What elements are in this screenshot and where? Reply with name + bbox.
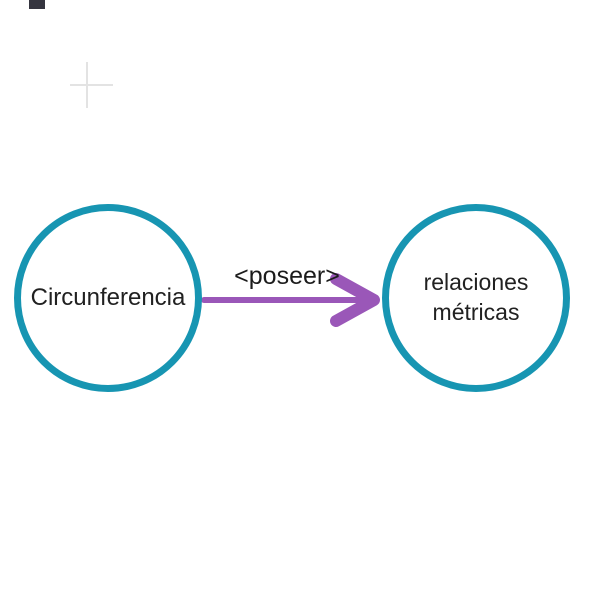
node-label: Circunferencia — [30, 284, 186, 311]
faint-cross-artifact — [70, 84, 113, 86]
edge-label: <poseer> — [234, 262, 340, 290]
cropped-shape-artifact — [29, 0, 45, 9]
node-label: relaciones métricas — [423, 269, 529, 325]
arrow-right-icon — [330, 273, 380, 327]
node-relaciones-metricas: relaciones métricas — [382, 204, 570, 392]
node-circunferencia: Circunferencia — [14, 204, 202, 392]
